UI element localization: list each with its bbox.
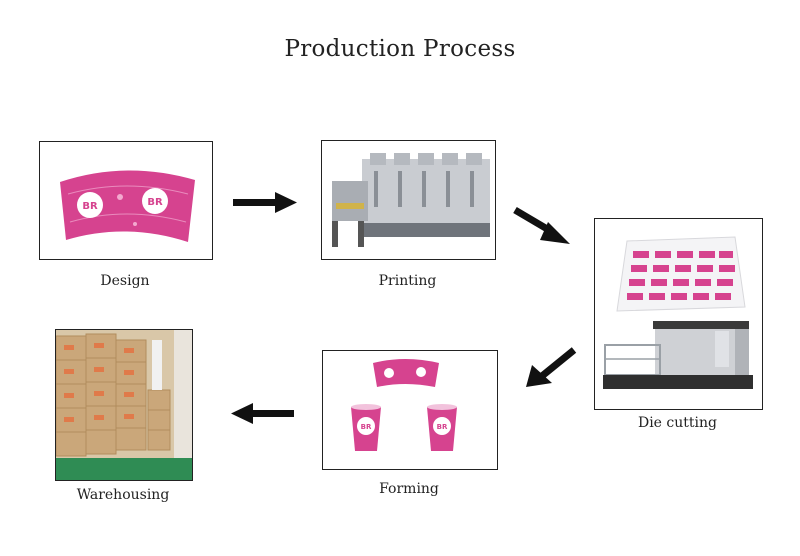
design-image: BR BR (39, 141, 213, 260)
step-label-design: Design (100, 273, 150, 289)
arrow-down-left-icon (526, 347, 577, 387)
printing-image (321, 140, 496, 260)
warehousing-image (55, 329, 193, 481)
svg-text:BR: BR (82, 201, 98, 212)
step-label-warehousing: Warehousing (76, 487, 170, 503)
step-label-printing: Printing (378, 273, 437, 289)
diagram-title: Production Process (284, 36, 516, 62)
step-label-forming: Forming (379, 481, 439, 497)
svg-text:BR: BR (361, 423, 372, 431)
die-cutting-image (594, 218, 763, 410)
svg-text:BR: BR (147, 197, 163, 208)
step-label-die-cutting: Die cutting (637, 415, 717, 431)
arrow-right-icon (233, 192, 297, 213)
arrow-down-right-icon (513, 206, 570, 244)
svg-text:BR: BR (437, 423, 448, 431)
arrow-left-icon (231, 403, 294, 424)
forming-image: BR BR (322, 350, 498, 470)
